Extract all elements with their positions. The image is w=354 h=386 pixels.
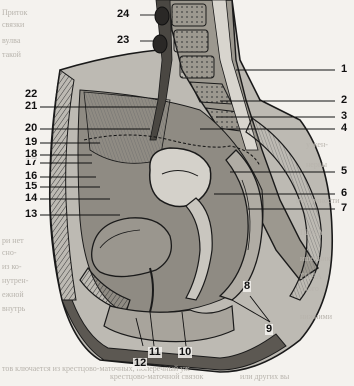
- label-10: 10: [178, 347, 192, 358]
- label-1: 1: [340, 64, 348, 75]
- bleed-text: вулва: [2, 36, 20, 46]
- label-7: 7: [340, 203, 348, 214]
- label-15: 15: [24, 181, 38, 192]
- bleed-text: поверхности: [296, 196, 339, 206]
- label-23: 23: [116, 35, 130, 46]
- label-19: 19: [24, 137, 38, 148]
- label-5: 5: [340, 166, 348, 177]
- label-16: 16: [24, 171, 38, 182]
- bleed-text: нижними: [300, 312, 332, 322]
- vessel-section-upper: [155, 7, 169, 25]
- bleed-text: ежной: [2, 290, 24, 300]
- label-12: 12: [133, 358, 147, 369]
- bleed-text: ри нет: [2, 236, 24, 246]
- label-2: 2: [340, 95, 348, 106]
- label-22: 22: [24, 89, 38, 100]
- bleed-text: ишечник: [300, 254, 330, 264]
- label-13: 13: [24, 209, 38, 220]
- bleed-text: нутрен-: [2, 276, 28, 286]
- bleed-text: Приток: [2, 8, 27, 18]
- uterus: [150, 148, 211, 207]
- bleed-text: ПИНА: [300, 228, 323, 238]
- label-24: 24: [116, 9, 130, 20]
- bleed-text: сно-: [2, 248, 17, 258]
- bleed-text: ГИНА: [300, 272, 322, 282]
- bleed-text: из ко-: [2, 262, 22, 272]
- label-14: 14: [24, 193, 38, 204]
- label-21: 21: [24, 101, 38, 112]
- label-8: 8: [243, 281, 251, 292]
- label-18: 18: [24, 149, 38, 160]
- label-20: 20: [24, 123, 38, 134]
- bleed-text: связки: [2, 20, 24, 30]
- bleed-text: такой: [2, 50, 21, 60]
- bleed-text: аного: [300, 284, 319, 294]
- bleed-text: внутрь: [2, 304, 25, 314]
- vessel-section-lower: [153, 35, 167, 53]
- label-9: 9: [265, 324, 273, 335]
- bleed-text: нервы: [306, 160, 327, 170]
- bleed-text: у жен-: [306, 140, 328, 150]
- label-11: 11: [148, 347, 162, 358]
- label-3: 3: [340, 111, 348, 122]
- label-4: 4: [340, 123, 348, 134]
- label-6: 6: [340, 188, 348, 199]
